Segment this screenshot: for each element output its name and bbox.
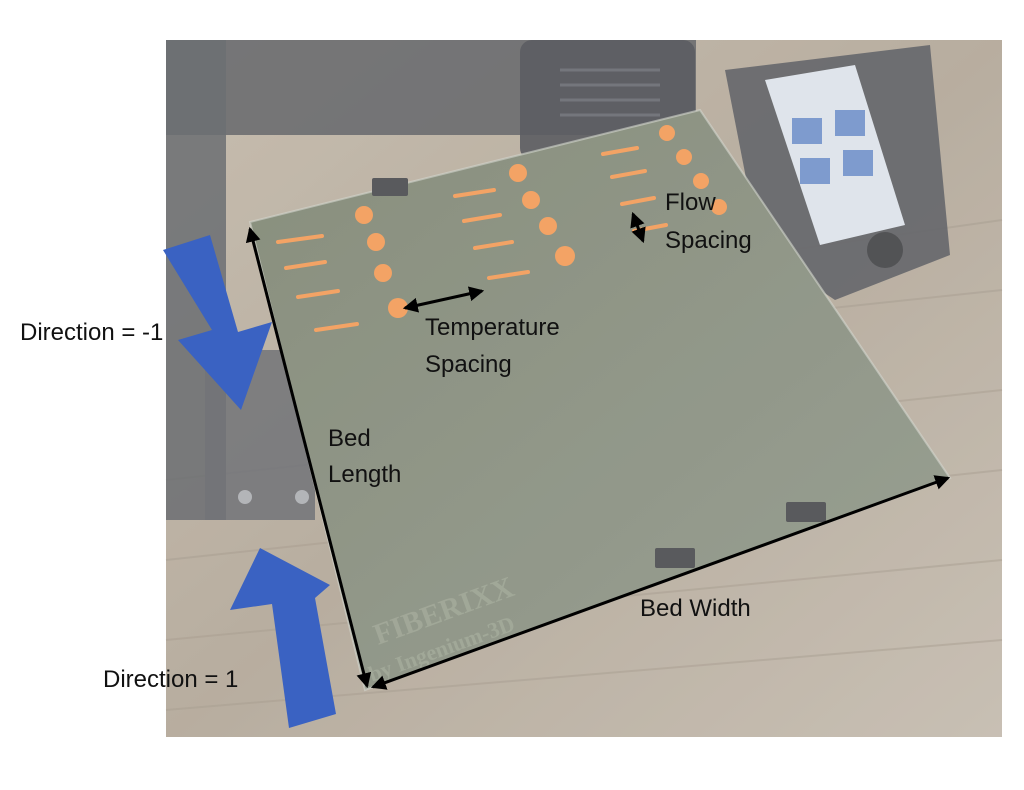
bed-width-arrow bbox=[370, 475, 951, 690]
direction-pos-arrow-icon bbox=[230, 548, 336, 728]
direction-neg-label: Direction = -1 bbox=[20, 319, 164, 346]
filament-test-prints bbox=[355, 125, 727, 318]
bed-length-label-line2: Length bbox=[328, 461, 402, 488]
direction-pos-label: Direction = 1 bbox=[103, 666, 239, 693]
flow-spacing-label-line1: Flow bbox=[665, 189, 716, 216]
direction-neg-arrow-icon bbox=[163, 235, 272, 410]
bed-length-arrow bbox=[245, 226, 372, 689]
temperature-spacing-arrow bbox=[402, 286, 485, 313]
flow-spacing-label-line2: Spacing bbox=[665, 227, 752, 254]
bed-length-label-line1: Bed bbox=[328, 425, 371, 452]
flow-spacing-arrow bbox=[630, 211, 646, 244]
bed-width-label: Bed Width bbox=[640, 595, 751, 622]
temperature-spacing-label-line2: Spacing bbox=[425, 351, 512, 378]
temperature-spacing-label-line1: Temperature bbox=[425, 314, 560, 341]
annotation-arrows bbox=[245, 211, 951, 690]
